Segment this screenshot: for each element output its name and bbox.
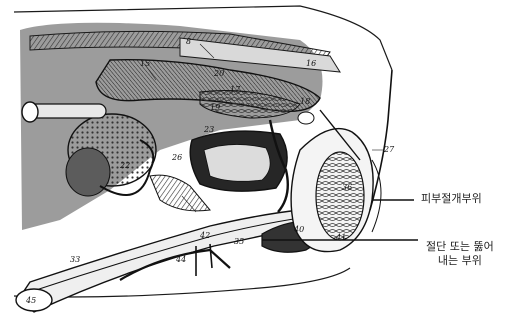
ref-number-35: 35 <box>234 237 244 246</box>
ref-number-36: 36 <box>342 183 352 192</box>
cut-area-label: 절단 또는 뚫어 내는 부위 <box>426 240 494 268</box>
cut-area-label-line1: 절단 또는 뚫어 <box>426 240 494 254</box>
ref-number-15: 15 <box>140 59 150 68</box>
ref-number-33: 33 <box>70 255 80 264</box>
ref-number-41: 41 <box>335 233 346 242</box>
ref-number-42: 42 <box>199 231 210 240</box>
ref-number-40: 40 <box>293 225 304 234</box>
ref-number-26: 26 <box>171 153 182 162</box>
skin-incision-label: 피부절개부위 <box>421 192 482 206</box>
ref-number-45: 45 <box>25 296 36 305</box>
ureter-opening <box>22 102 38 122</box>
ref-number-19: 19 <box>210 103 220 112</box>
cut-area-label-line2: 내는 부위 <box>426 254 494 268</box>
ref-number-18: 18 <box>300 97 310 106</box>
ref-number-16: 16 <box>306 59 316 68</box>
testis <box>316 152 364 240</box>
ref-number-17: 17 <box>230 85 241 94</box>
ref-number-44: 44 <box>175 255 186 264</box>
ref-number-22: 22 <box>119 161 130 170</box>
ref-number-20: 20 <box>213 69 224 78</box>
pubic-bone-cut-face <box>204 144 270 181</box>
ref-number-23: 23 <box>203 125 214 134</box>
ref-number-8: 8 <box>186 37 191 46</box>
ref-number-27: 27 <box>383 145 395 154</box>
cord-cross-section <box>298 112 314 124</box>
